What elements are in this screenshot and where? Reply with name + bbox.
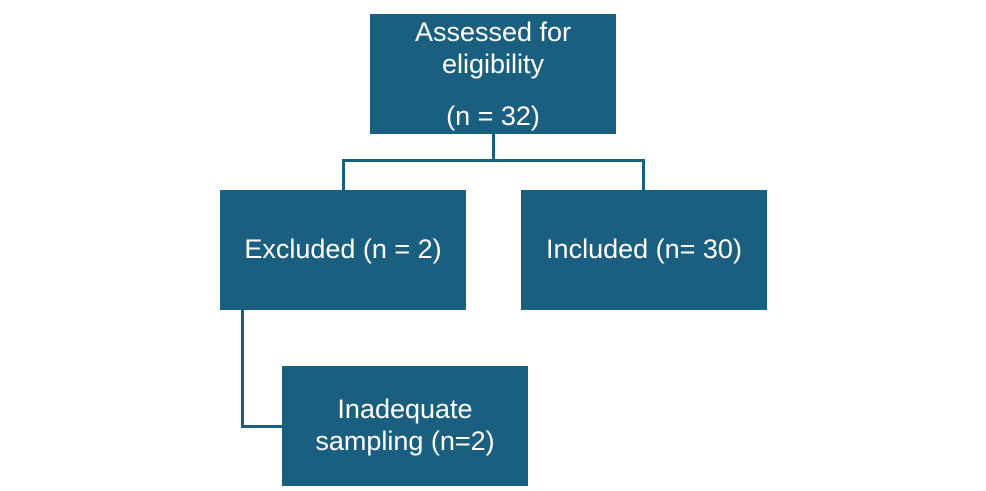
connector-to-excluded <box>342 159 345 190</box>
connector-assessed-down <box>492 134 495 161</box>
assessed-line-1: Assessed for <box>414 17 572 47</box>
included-box: Included (n= 30) <box>521 190 767 310</box>
inadequate-line-2: sampling (n=2) <box>315 426 495 456</box>
assessed-count: (n = 32) <box>446 100 540 131</box>
inadequate-sampling-box: Inadequate sampling (n=2) <box>282 366 528 486</box>
inadequate-line-1: Inadequate <box>337 394 473 425</box>
connector-to-included <box>642 159 645 190</box>
connector-to-inadequate <box>241 425 282 428</box>
excluded-label: Excluded (n = 2) <box>244 234 442 265</box>
included-label: Included (n= 30) <box>546 234 742 265</box>
connector-horizontal-branch <box>342 159 645 162</box>
excluded-box: Excluded (n = 2) <box>220 190 466 310</box>
assessed-line-2: eligibility <box>441 48 545 79</box>
assessed-for-eligibility-box: Assessed for eligibility (n = 32) <box>370 14 616 134</box>
connector-excluded-down <box>241 310 244 428</box>
